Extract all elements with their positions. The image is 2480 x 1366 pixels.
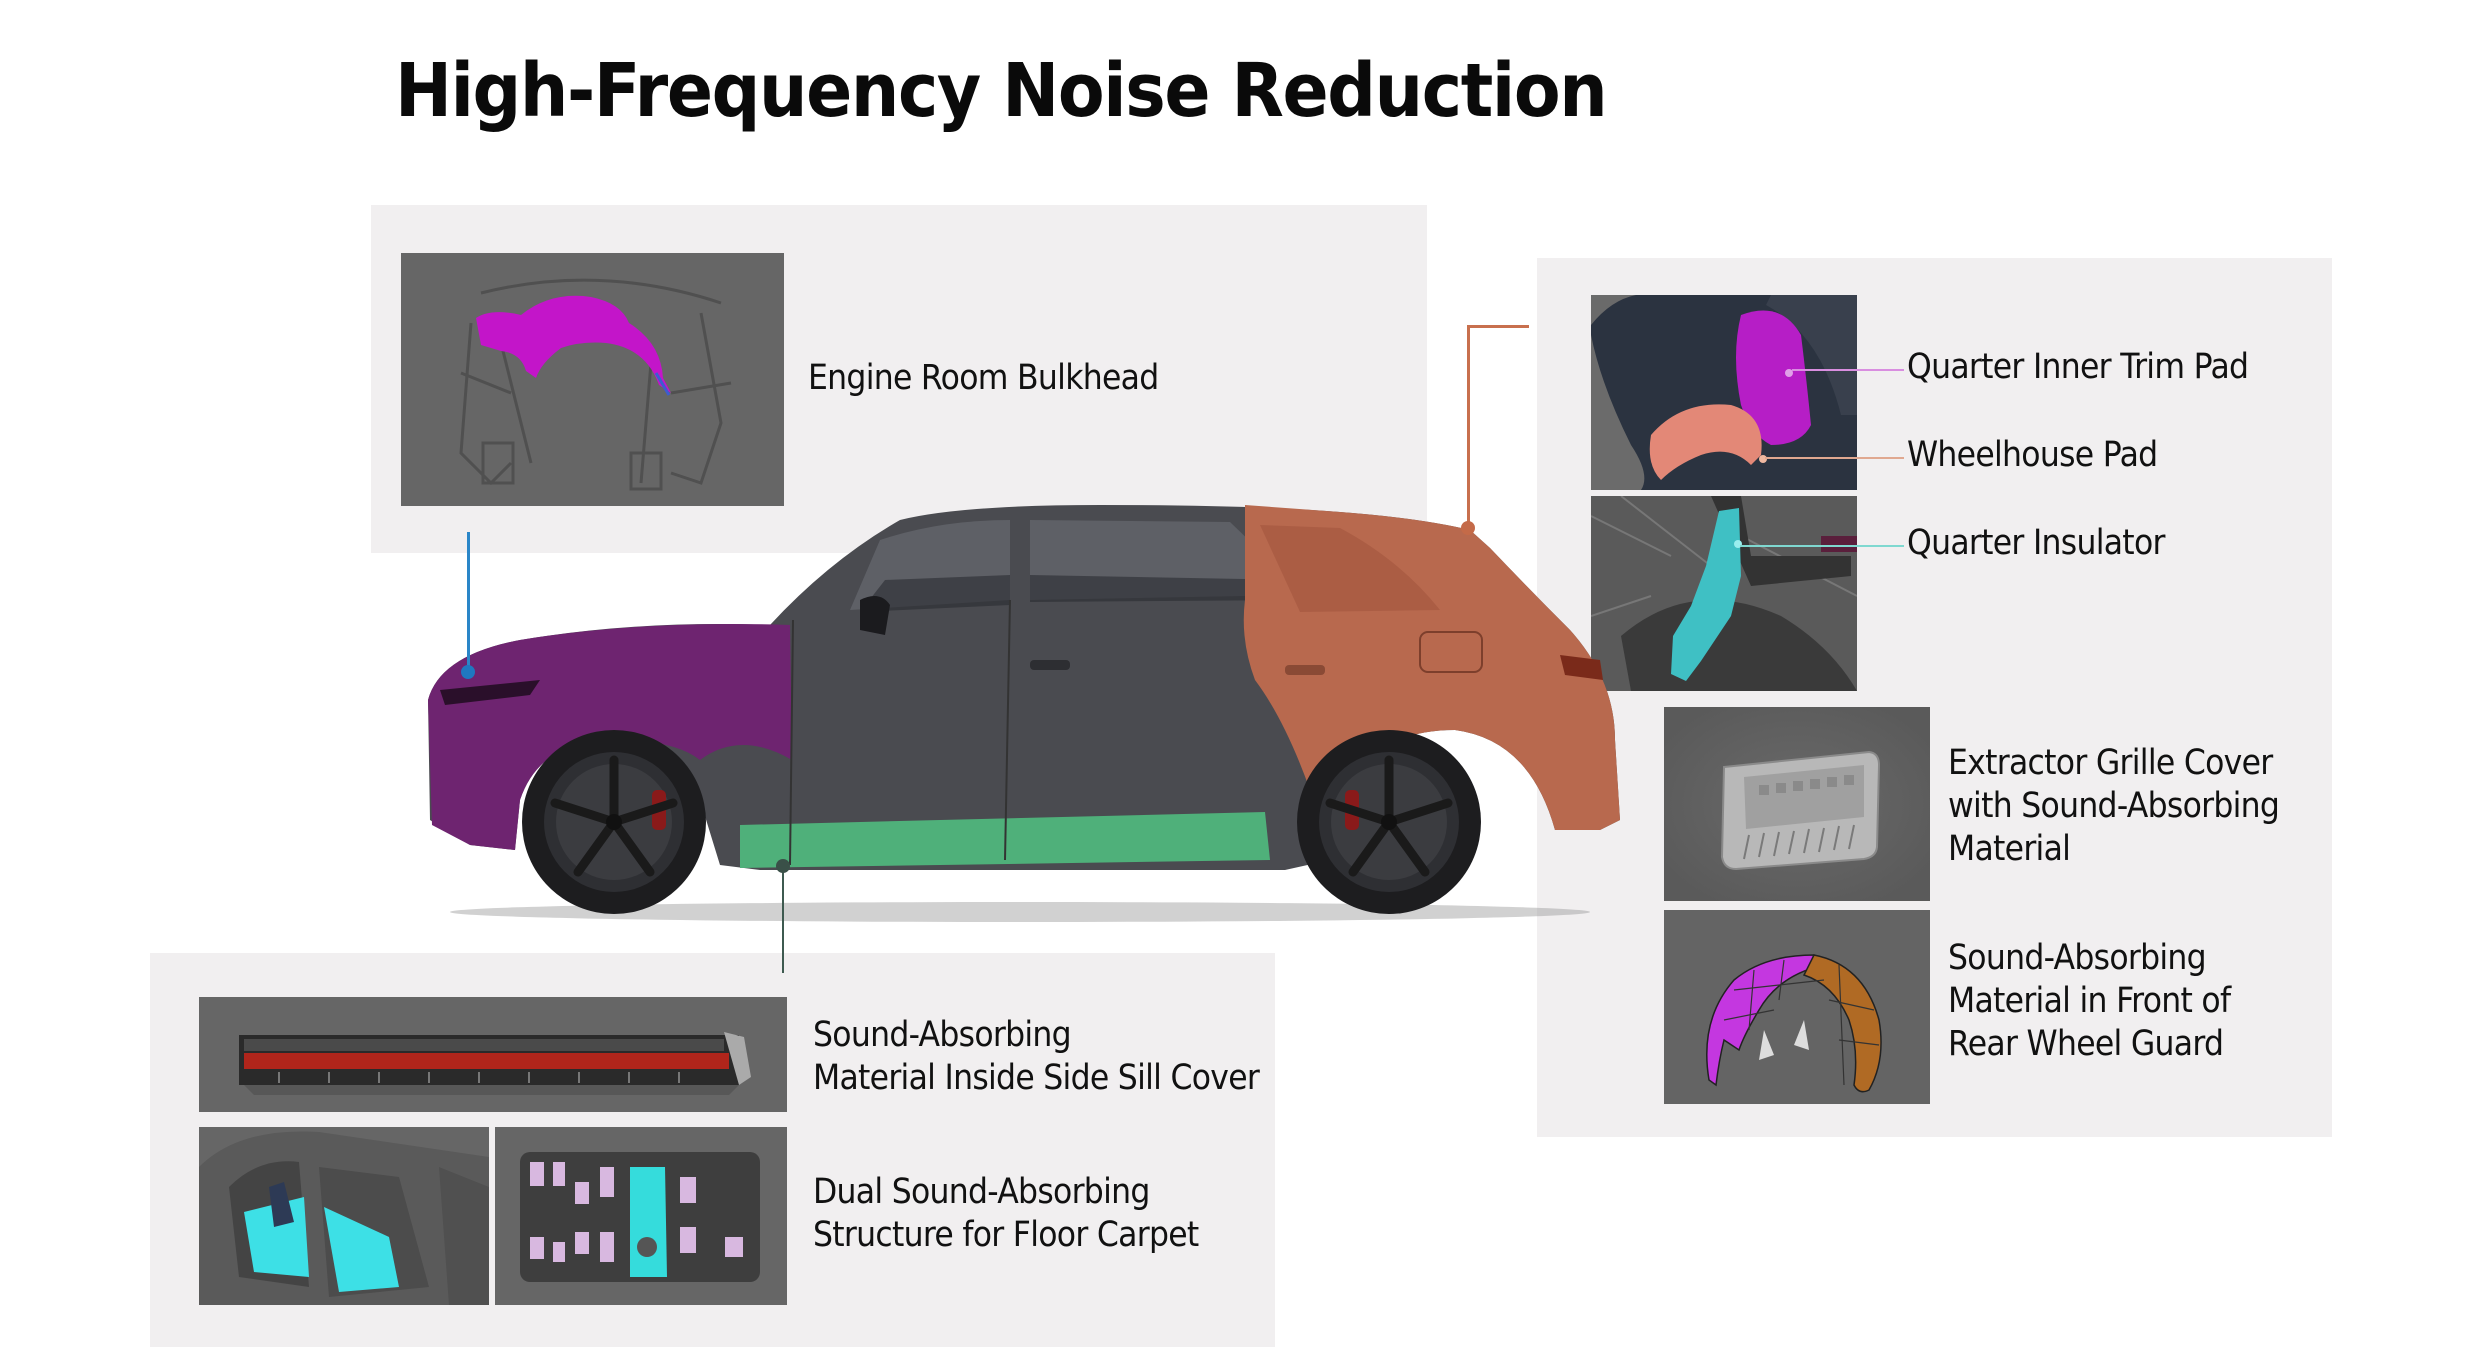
floor-carpet-label-line-2: Structure for Floor Carpet [813, 1215, 1199, 1255]
engine-room-bulkhead-label: Engine Room Bulkhead [808, 358, 1159, 398]
side-sill-cover-label-line-1: Sound-Absorbing [813, 1015, 1072, 1055]
car-illustration [400, 480, 1660, 940]
wheelhouse-pad-leader [1765, 457, 1904, 459]
floor-carpet-label-line-1: Dual Sound-Absorbing [813, 1172, 1150, 1212]
engine-room-leader-line [467, 532, 470, 672]
quarter-insulator-label: Quarter Insulator [1907, 523, 2165, 563]
floor-carpet-underbody-image [495, 1127, 787, 1305]
rear-wheel-guard-label: Sound-Absorbing Material in Front of Rea… [1948, 937, 2231, 1066]
side-sill-leader-dot [776, 859, 790, 873]
rear-zone-leader-line [1467, 325, 1470, 525]
rear-zone-leader-line-horizontal [1467, 325, 1529, 328]
side-sill-leader-line [782, 866, 784, 973]
rear-zone-leader-dot [1461, 521, 1475, 535]
quarter-inner-trim-pad-image [1591, 295, 1857, 490]
rear-wheel-guard-label-line-2: Material in Front of [1948, 981, 2231, 1021]
engine-room-leader-dot [461, 665, 475, 679]
extractor-grille-cover-image [1664, 707, 1930, 901]
side-sill-cover-label-line-2: Material Inside Side Sill Cover [813, 1058, 1260, 1098]
floor-carpet-cabin-image [199, 1127, 489, 1305]
quarter-inner-trim-pad-label: Quarter Inner Trim Pad [1907, 347, 2249, 387]
side-sill-cover-label: Sound-Absorbing Material Inside Side Sil… [813, 1014, 1260, 1100]
extractor-grille-cover-label-line-1: Extractor Grille Cover [1948, 743, 2273, 783]
wheelhouse-pad-label: Wheelhouse Pad [1907, 435, 2158, 475]
engine-room-bulkhead-image [401, 253, 784, 506]
rear-wheel-guard-image [1664, 910, 1930, 1104]
rear-wheel-guard-label-line-1: Sound-Absorbing [1948, 938, 2207, 978]
page-title: High-Frequency Noise Reduction [395, 48, 1608, 134]
quarter-insulator-image [1591, 496, 1857, 691]
floor-carpet-label: Dual Sound-Absorbing Structure for Floor… [813, 1171, 1199, 1257]
side-sill-cover-image [199, 997, 787, 1112]
rear-wheel-guard-label-line-3: Rear Wheel Guard [1948, 1024, 2224, 1064]
extractor-grille-cover-label-line-2: with Sound-Absorbing [1948, 786, 2280, 826]
quarter-insulator-leader [1740, 545, 1904, 547]
extractor-grille-cover-label-line-3: Material [1948, 829, 2071, 869]
extractor-grille-cover-label: Extractor Grille Cover with Sound-Absorb… [1948, 742, 2280, 871]
quarter-inner-trim-pad-leader [1792, 369, 1904, 371]
